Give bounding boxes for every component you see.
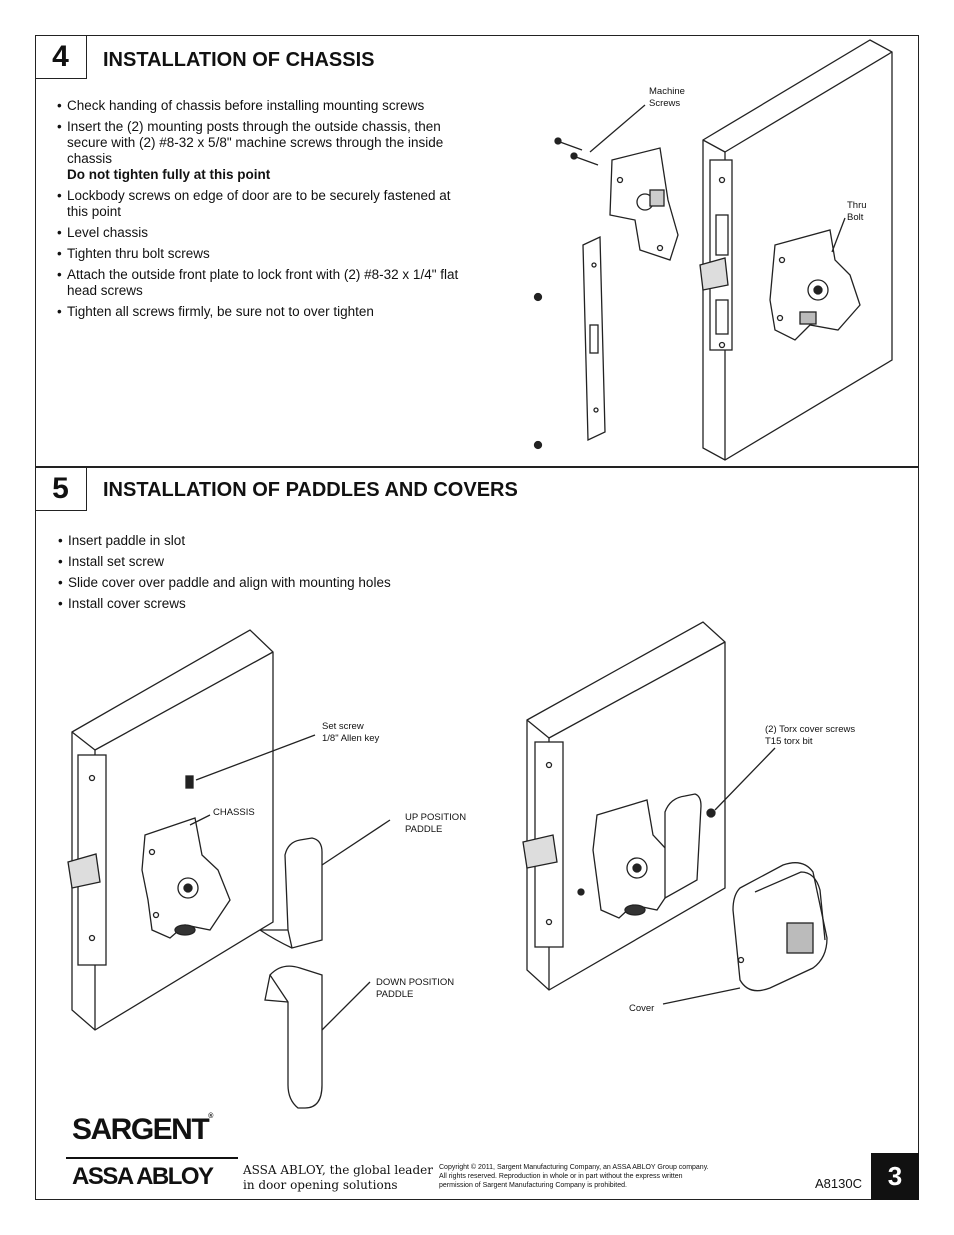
step-5-instructions: Insert paddle in slot Install set screw … <box>58 533 478 617</box>
step-4-bullet: Attach the outside front plate to lock f… <box>57 267 467 299</box>
step-4-instructions: Check handing of chassis before installi… <box>57 98 467 325</box>
step-4-title: INSTALLATION OF CHASSIS <box>103 49 375 71</box>
tightening-warning: Do not tighten fully at this point <box>67 167 271 182</box>
page-number: 3 <box>871 1153 919 1200</box>
step-5-bullet: Slide cover over paddle and align with m… <box>58 575 478 591</box>
page-frame <box>35 35 919 1200</box>
step-4-bullet: Tighten thru bolt screws <box>57 246 467 262</box>
section-divider <box>35 466 919 468</box>
latch-icon <box>699 257 729 291</box>
down-position-paddle-icon <box>269 965 323 1109</box>
chassis-icon <box>592 799 678 919</box>
front-plate-icon <box>582 235 606 442</box>
step-4-bullet: Insert the (2) mounting posts through th… <box>57 119 467 183</box>
step-5-bullet: Install cover screws <box>58 596 478 612</box>
chassis-installation-illustration <box>533 39 893 461</box>
set-screw-icon <box>185 775 194 789</box>
outside-chassis-icon <box>609 147 679 261</box>
cover-installation-illustration <box>522 621 828 1005</box>
copyright-notice: Copyright © 2011, Sargent Manufacturing … <box>439 1164 709 1189</box>
document-number: A8130C <box>815 1176 862 1191</box>
step-5-number: 5 <box>35 467 87 511</box>
step-4-bullet: Lockbody screws on edge of door are to b… <box>57 188 467 220</box>
up-position-paddle-icon <box>284 837 323 949</box>
sargent-logo: SARGENT® <box>72 1113 214 1146</box>
torx-screw-icon <box>706 808 716 818</box>
logo-rule <box>66 1157 238 1159</box>
chassis-label: CHASSIS <box>213 807 255 818</box>
step-4-bullet: Tighten all screws firmly, be sure not t… <box>57 304 467 320</box>
screw-icon <box>577 888 585 896</box>
step-5-title: INSTALLATION OF PADDLES AND COVERS <box>103 479 518 501</box>
step-5-bullet: Insert paddle in slot <box>58 533 478 549</box>
step-4-bullet: Check handing of chassis before installi… <box>57 98 467 114</box>
step-4-number: 4 <box>35 35 87 79</box>
machine-screw-icon <box>554 137 599 166</box>
cover-label: Cover <box>629 1003 655 1014</box>
assa-abloy-logo: ASSA ABLOY <box>72 1163 214 1190</box>
cover-icon <box>732 862 828 992</box>
step-4-bullet: Level chassis <box>57 225 467 241</box>
flat-head-screw-icon <box>533 292 543 450</box>
installed-paddle-icon <box>664 793 702 900</box>
latch-icon <box>522 834 558 869</box>
paddle-installation-illustration <box>67 629 391 1109</box>
latch-icon <box>67 853 101 889</box>
step-5-bullet: Install set screw <box>58 554 478 570</box>
